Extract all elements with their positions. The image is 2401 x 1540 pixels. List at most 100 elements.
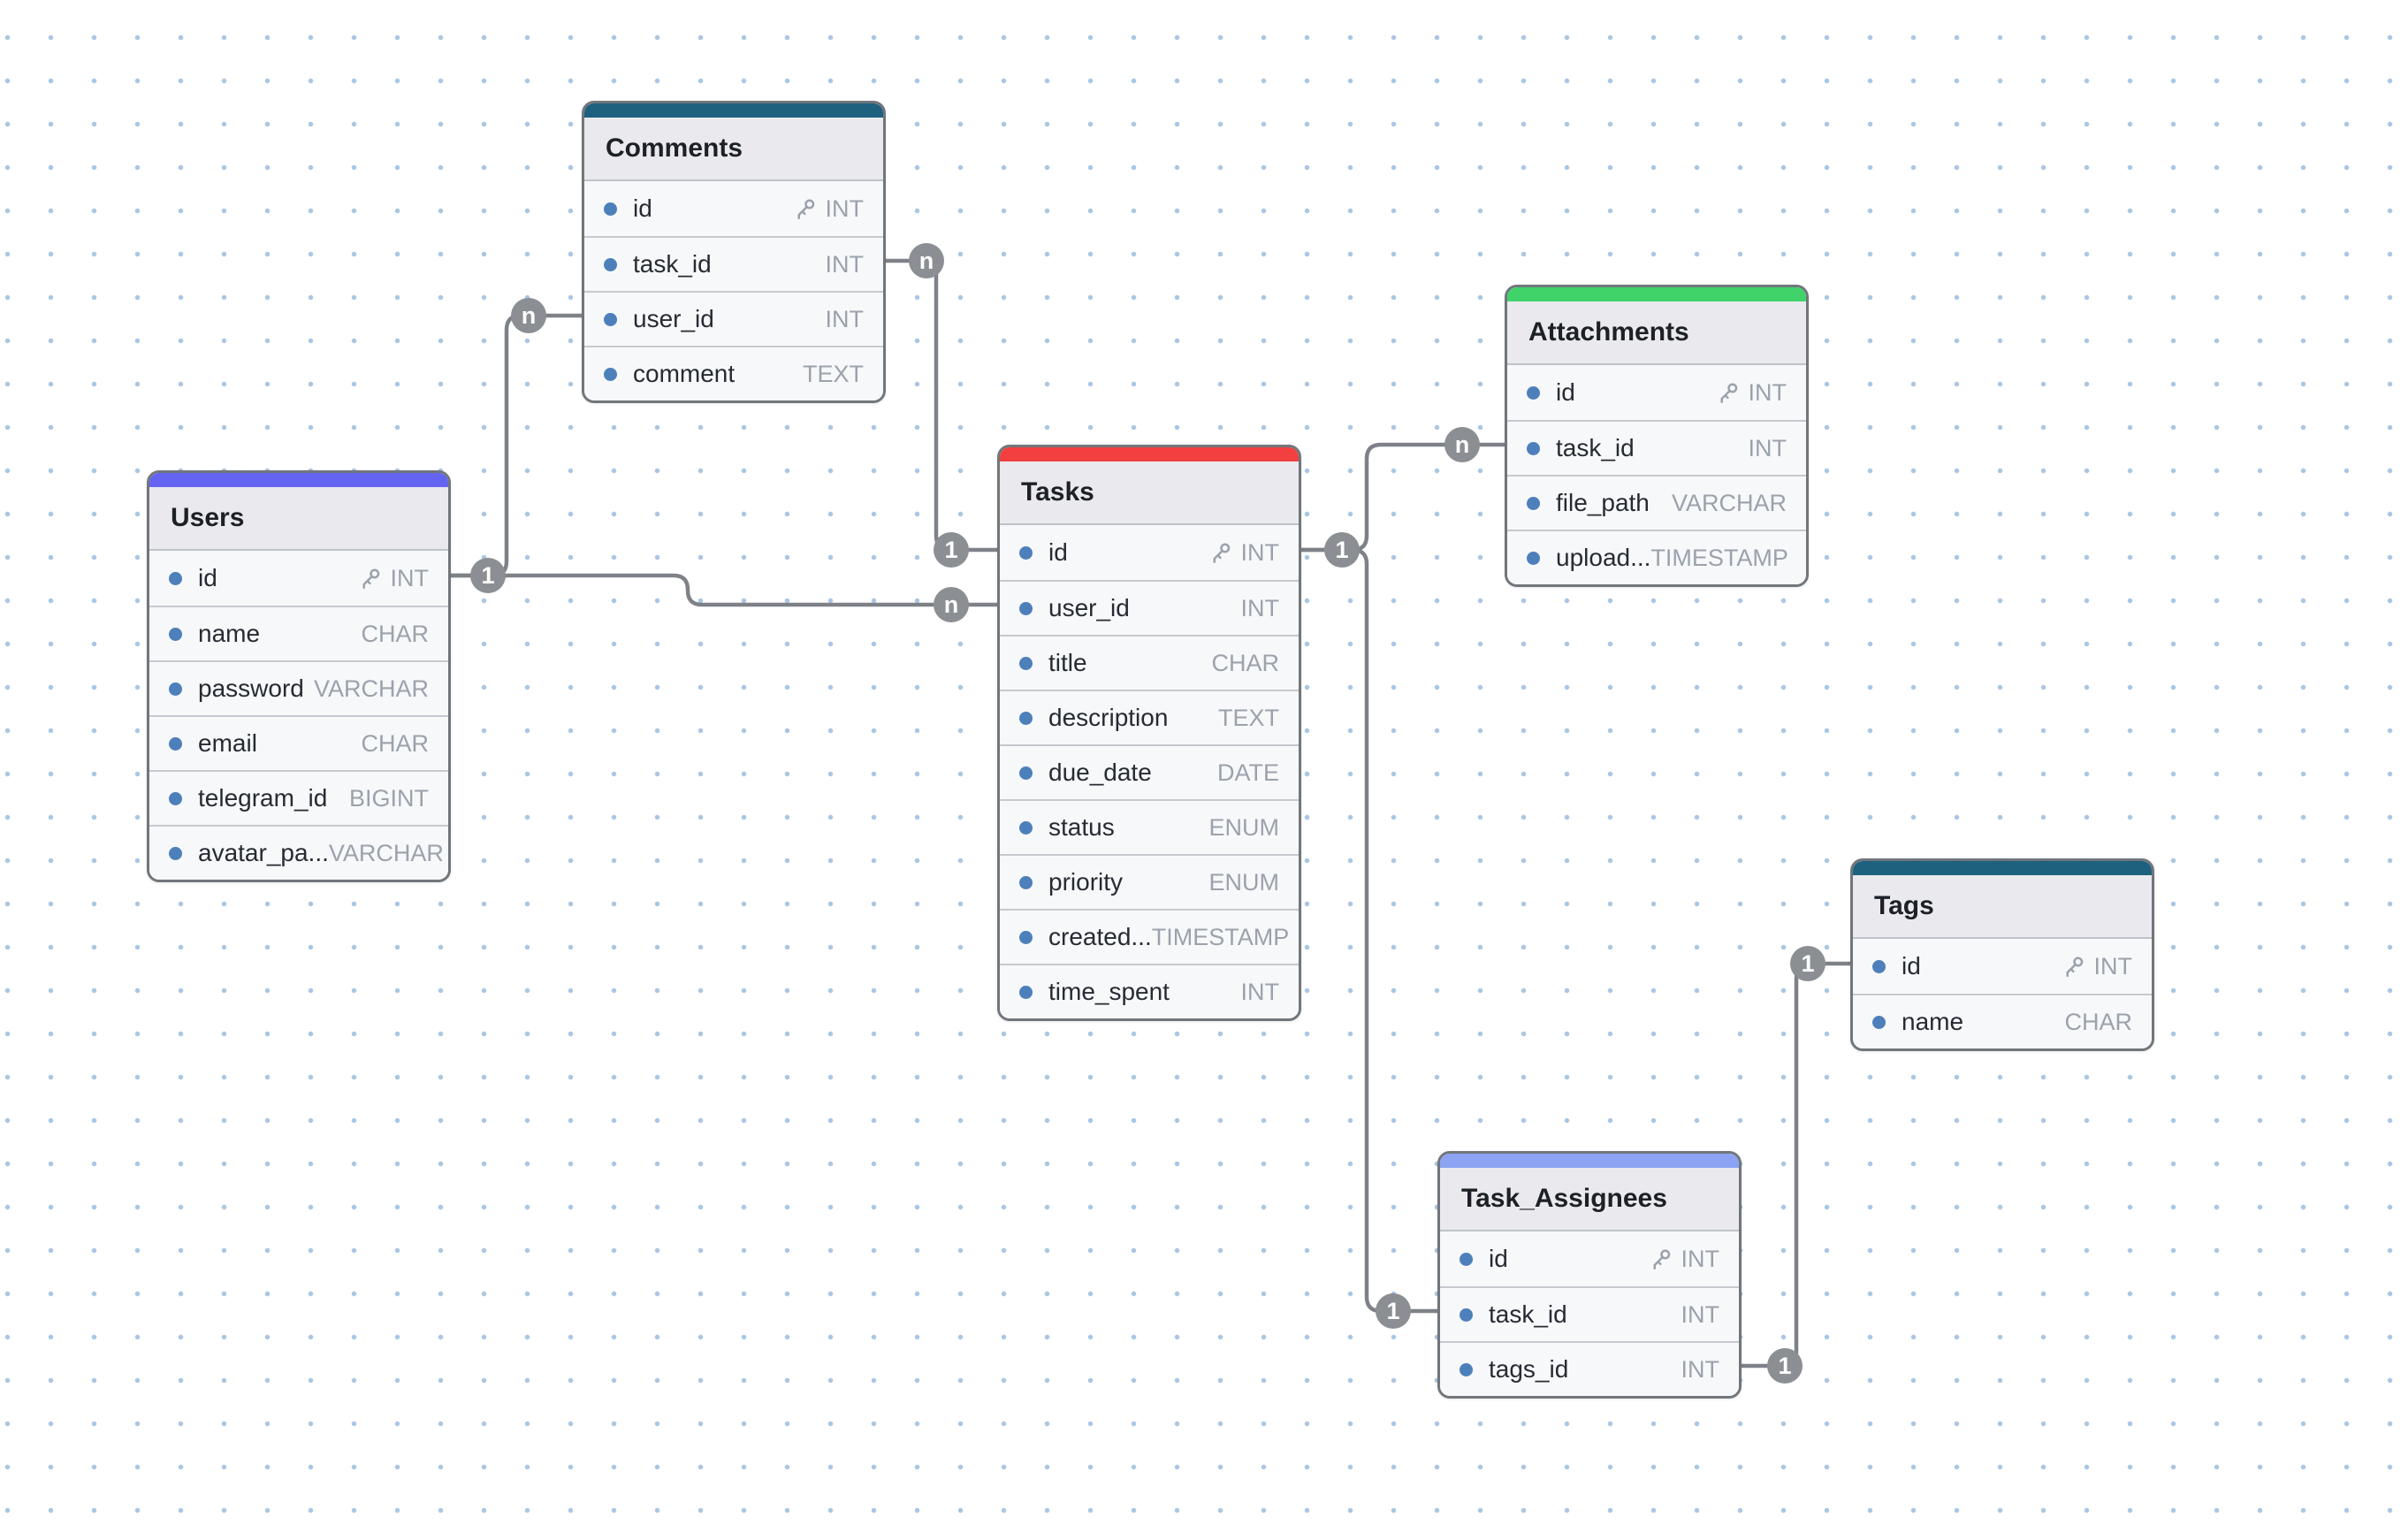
field-type-group: CHAR [1211,650,1279,677]
field-name: status [1048,813,1115,841]
field-type-group: DATE [1217,759,1279,787]
field-type-group: INT [792,194,865,223]
field-type: INT [825,194,865,222]
field-type-group: INT [1241,595,1280,622]
field-type: TIMESTAMP [1650,544,1788,571]
field-type: INT [1681,1245,1720,1272]
cardinality-badge-n: n [1444,427,1480,462]
field-dot-icon [1527,441,1540,455]
table-header-Task_Assignees[interactable]: Task_Assignees [1440,1168,1739,1231]
field-type-group: INT [1648,1245,1720,1273]
field-dot-icon [1019,930,1033,944]
cardinality-badge-1: 1 [934,532,969,568]
table-header-Attachments[interactable]: Attachments [1507,301,1806,365]
field-type: TEXT [802,360,864,387]
table-accent-bar [1440,1154,1739,1168]
field-name: created... [1048,923,1152,950]
relationship-Tags.id-Task_Assignees.tags_id[interactable] [1739,961,1853,1368]
field-type: INT [1240,978,1280,1005]
field-name: description [1048,704,1169,731]
field-name: id [633,194,652,222]
relationship-Tasks.id-Task_Assignees.task_id[interactable] [1299,547,1440,1314]
field-type: INT [1240,538,1280,566]
field-row-Comments-id[interactable]: id INT [584,181,883,236]
field-dot-icon [604,367,617,381]
table-title: Comments [606,133,743,163]
field-name: task_id [1556,434,1635,461]
field-row-Task_Assignees-task_id[interactable]: task_id INT [1440,1286,1739,1341]
cardinality-badge-n: n [909,243,944,278]
field-dot-icon [1019,766,1033,780]
field-type: TEXT [1217,704,1279,731]
relationship-Users.id-Tasks.user_id[interactable] [448,573,1000,607]
table-header-Comments[interactable]: Comments [584,118,883,181]
field-type: VARCHAR [328,839,444,866]
field-type-group: TIMESTAMP [1650,545,1788,572]
field-dot-icon [1527,496,1540,510]
field-type: VARCHAR [1671,489,1787,516]
field-type-group: INT [1681,1301,1720,1329]
field-dot-icon [1019,820,1033,835]
field-name: id [1556,378,1575,406]
svg-text:1: 1 [944,537,957,563]
field-row-Tasks-created...[interactable]: created...TIMESTAMP [1000,909,1299,964]
relationship-Tasks.id-Attachments.task_id[interactable] [1299,442,1507,553]
field-dot-icon [604,202,617,216]
field-type: INT [825,250,865,278]
field-name: task_id [1489,1300,1567,1328]
primary-key-icon [2066,957,2083,977]
field-dot-icon [1019,711,1033,725]
field-row-Users-avatar_pa...[interactable]: avatar_pa...VARCHAR [149,825,448,880]
table-header-Tags[interactable]: Tags [1853,875,2152,939]
field-type: BIGINT [348,784,429,812]
cardinality-badge-n: n [934,587,969,622]
field-type-group: VARCHAR [314,675,429,703]
field-dot-icon [169,682,182,696]
field-name: name [1902,1008,1964,1035]
field-dot-icon [1019,985,1033,999]
field-row-Users-password[interactable]: password VARCHAR [149,660,448,715]
relationship-Comments.task_id-Tasks.id[interactable] [883,258,1000,553]
field-type: CHAR [1211,649,1279,676]
field-name: password [198,675,304,702]
field-type: INT [825,305,865,332]
table-header-Tasks[interactable]: Tasks [1000,461,1299,525]
field-dot-icon [604,257,617,271]
table-header-Users[interactable]: Users [149,487,448,551]
field-row-Tasks-description[interactable]: description TEXT [1000,690,1299,744]
field-name: priority [1048,868,1124,896]
field-name: due_date [1048,759,1152,786]
cardinality-badge-1: 1 [1324,532,1360,568]
field-row-Attachments-upload...[interactable]: upload...TIMESTAMP [1507,530,1806,584]
relationship-Users.id-Comments.user_id[interactable] [448,313,584,578]
field-name: tags_id [1489,1355,1569,1383]
field-row-Tasks-due_date[interactable]: due_date DATE [1000,744,1299,799]
